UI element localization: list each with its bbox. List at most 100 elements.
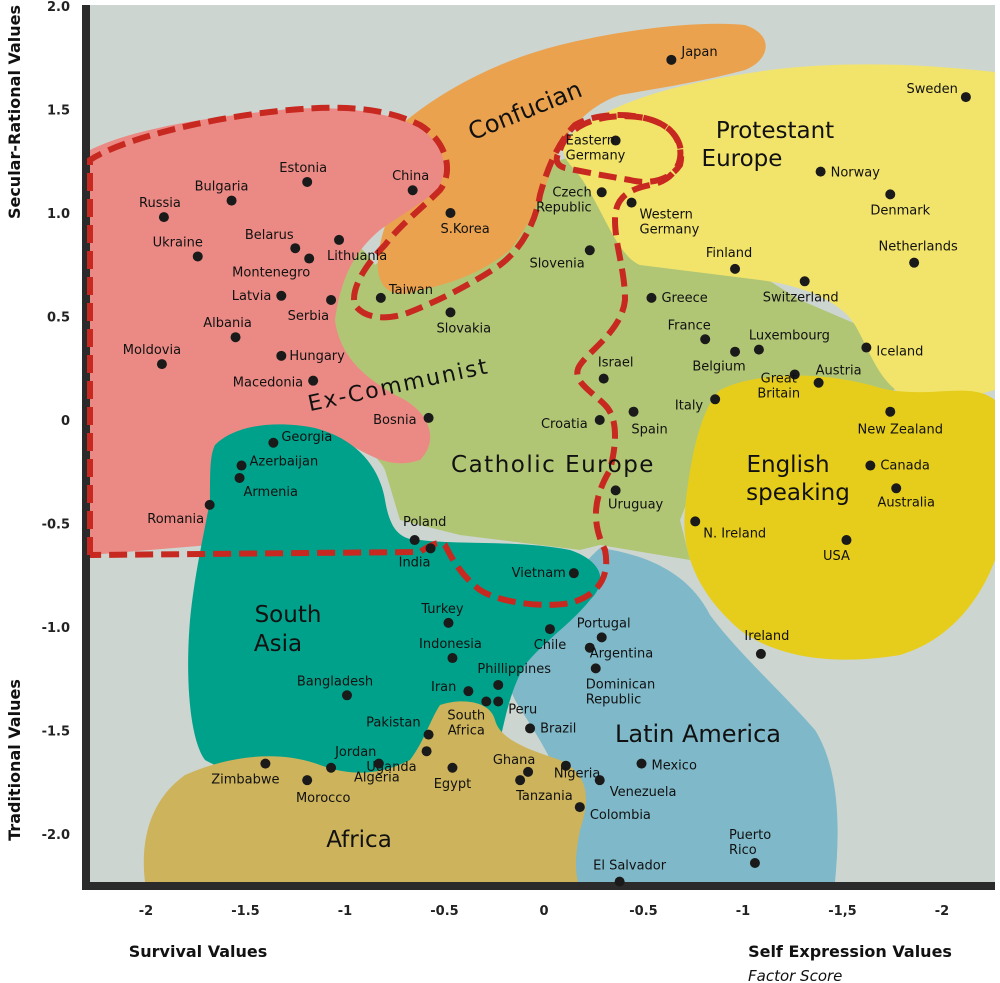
region-label-south-asia-1: South [255,602,322,628]
region-label-protestant-2: Europe [702,146,783,172]
x-axis-title-left: Survival Values [129,942,268,961]
y-tick-label: -0.5 [42,518,70,533]
country-point [304,253,315,264]
country-label: Turkey [420,602,464,617]
country-point [594,775,605,786]
country-point [525,723,536,734]
country-point [156,359,167,370]
country-point [302,176,313,187]
region-confucian [377,23,766,294]
x-tick-label: -1.5 [231,904,259,919]
country-point [614,876,625,887]
country-point [891,483,902,494]
country-point [515,775,526,786]
y-tick-label: -1.5 [42,725,70,740]
x-tick-label: -0.5 [430,904,458,919]
country-label: Ukraine [153,235,203,250]
country-point [666,54,677,65]
country-point [260,758,271,769]
boundary-ex-communist [87,104,684,608]
country-label: Montenegro [232,266,310,281]
y-tick-label: 0.5 [47,311,70,326]
country-point [885,189,896,200]
country-point [226,195,237,206]
country-point [755,648,766,659]
country-label: Finland [706,246,752,261]
country-point [493,679,504,690]
country-point [236,460,247,471]
country-point [341,690,352,701]
y-axis-title-bottom: Traditional Values [5,679,24,841]
region-label-south-asia-2: Asia [254,631,302,657]
country-point [700,334,711,345]
country-label: El Salvador [593,859,667,874]
country-label: Bosnia [373,413,416,428]
y-tick-label: -2.0 [42,828,70,843]
country-label: Vietnam [512,566,566,581]
country-label: Poland [403,515,446,530]
country-point [423,729,434,740]
x-tick-label: -2 [139,904,153,919]
country-label: Taiwan [388,283,433,298]
boundary-eastern-germany [553,113,685,185]
country-point [421,746,432,757]
country-point [560,760,571,771]
x-axis-subtitle-right: Factor Score [748,967,842,983]
country-point [610,485,621,496]
country-label: Mexico [652,759,697,774]
country-label: Pakistan [366,716,420,731]
country-point [409,535,420,546]
y-tick-label: 0 [61,414,70,429]
country-point [276,290,287,301]
y-tick-label: 1.0 [47,207,70,222]
country-point [523,766,534,777]
y-tick-label: 2.0 [47,0,70,15]
country-point [407,185,418,196]
country-label: Romania [147,512,204,527]
country-label: USA [823,549,850,564]
country-point [596,187,607,198]
country-label: S.Korea [440,222,489,237]
country-label: Brazil [540,721,576,736]
region-ex-communist [90,108,444,555]
country-point [815,166,826,177]
country-label: Azerbaijan [250,455,319,470]
country-label: Colombia [590,808,651,823]
country-label: Zimbabwe [211,773,279,788]
country-point [753,344,764,355]
country-point [730,346,741,357]
country-label: Italy [675,398,704,413]
country-point [865,460,876,471]
country-label: Sweden [907,82,958,97]
country-point [445,307,456,318]
country-label: Lithuania [327,249,387,264]
country-label: Croatia [541,417,588,432]
region-latin-america [508,548,838,882]
country-label: Peru [508,703,537,718]
country-label: Belgium [692,360,745,375]
country-label: Switzerland [763,290,839,305]
country-label: Nigeria [554,767,601,782]
country-label: Armenia [244,485,299,500]
y-tick-label: -1.0 [42,621,70,636]
country-label: Albania [203,316,252,331]
country-label: Austria [816,364,862,379]
country-point [596,632,607,643]
country-point [584,642,595,653]
country-label: Canada [880,459,929,474]
country-label: Luxembourg [749,329,830,344]
country-point [789,369,800,380]
country-point [909,257,920,268]
country-label: Iceland [876,345,923,360]
region-africa [143,701,586,882]
region-english-speaking [684,375,995,660]
country-point [493,696,504,707]
y-tick-label: 1.5 [47,104,70,119]
country-point [447,762,458,773]
region-label-english-1: English [746,452,829,478]
